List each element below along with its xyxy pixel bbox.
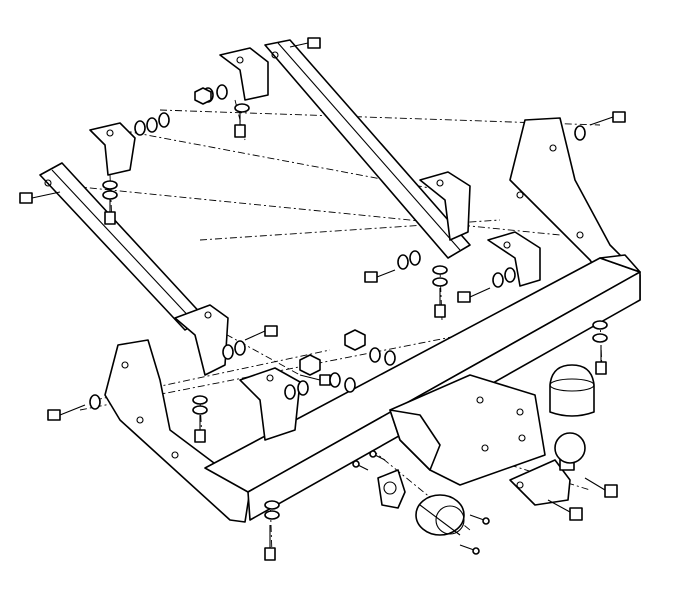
bolt [47,404,86,421]
washer [102,180,118,190]
right-arm [264,39,471,259]
washer [492,272,504,288]
bolt [264,525,276,561]
washer [432,277,448,287]
bolt [434,288,446,318]
washer [397,254,409,270]
washer [592,320,608,330]
ball-cover [549,364,595,417]
bolt [244,325,278,341]
tow-ball [509,432,586,506]
washers [89,84,608,520]
washer [297,380,309,396]
washer [134,120,146,136]
washer [369,347,381,363]
washer [504,267,516,283]
bolt [457,287,491,303]
washer [222,344,234,360]
left-arm [39,162,206,331]
hex-nut [194,87,212,105]
bolts [19,37,626,561]
washer [264,500,280,510]
bolt [19,191,61,204]
bolt [547,499,583,521]
bolt [234,110,246,138]
electrical-socket [415,494,465,536]
bolt [289,37,321,49]
washer [344,377,356,393]
bolt [595,345,607,375]
hex-nut [344,329,366,351]
washer [329,372,341,388]
center-mount-plate [389,374,546,486]
washer [592,333,608,343]
washer [409,250,421,266]
washer [192,405,208,415]
washer [234,103,250,113]
bolt [589,111,626,126]
bolt [194,415,206,443]
bolt [584,477,618,498]
nuts [194,87,366,376]
washer [192,395,208,405]
washer [158,112,170,128]
washer [146,117,158,133]
washer [574,125,586,141]
socket-plate [377,469,406,509]
washer [234,340,246,356]
bolt [364,269,396,283]
left-side-bracket [104,339,251,523]
socket-screws [352,450,490,555]
washer [284,384,296,400]
washer [432,265,448,275]
washer [102,190,118,200]
upper-angle-brackets [89,47,541,287]
washer [384,350,396,366]
washer [216,84,228,100]
lower-angle-brackets [174,304,301,441]
washer [89,394,101,410]
hex-nut [299,354,321,376]
washer [264,510,280,520]
